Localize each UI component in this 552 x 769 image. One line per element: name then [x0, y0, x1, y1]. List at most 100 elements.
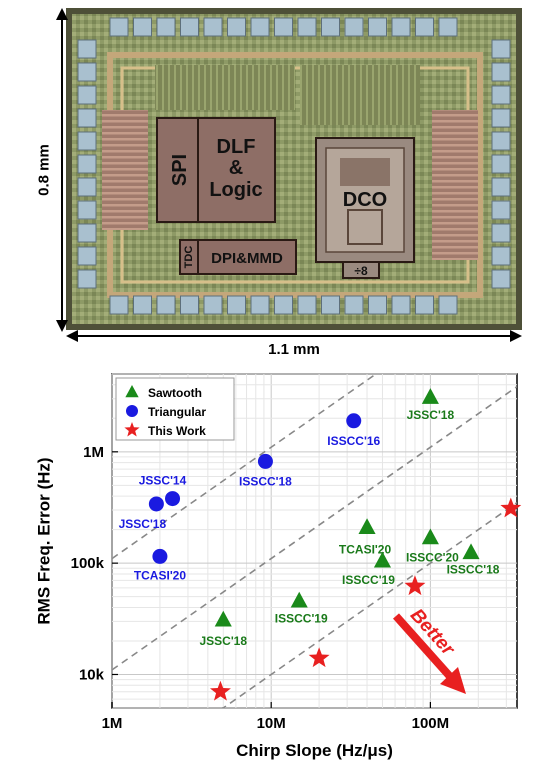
- bond-pad: [109, 295, 129, 315]
- width-label: 1.1 mm: [268, 341, 320, 358]
- bond-pad: [77, 177, 97, 197]
- bond-pad: [321, 295, 340, 315]
- triangular-point: [346, 413, 362, 429]
- point-label: JSSC'14: [139, 474, 187, 488]
- point-label: JSSC'18: [119, 517, 167, 531]
- legend-label: Sawtooth: [148, 386, 202, 400]
- bond-pad: [491, 177, 511, 197]
- y-tick-label: 10k: [79, 666, 105, 683]
- bond-pad: [274, 295, 293, 315]
- dco-label: DCO: [343, 189, 387, 211]
- bond-pad: [491, 108, 511, 128]
- bond-pad: [180, 17, 199, 37]
- bond-pad: [156, 17, 176, 37]
- tdc-label: TDC: [183, 246, 195, 269]
- bond-pad: [133, 17, 152, 37]
- reference-lines: [112, 374, 517, 708]
- better-arrow-shaft: [393, 613, 457, 684]
- sawtooth-point: [290, 591, 308, 608]
- point-label: ISSCC'19: [275, 612, 328, 626]
- bond-pad: [438, 295, 458, 315]
- bond-pad: [491, 200, 511, 220]
- bond-pad: [77, 85, 97, 105]
- y-tick-label: 1M: [83, 444, 104, 461]
- triangular-point: [148, 496, 164, 512]
- bond-pad: [491, 223, 511, 243]
- this-work-point: [308, 647, 330, 668]
- top-logic-array: [155, 65, 295, 110]
- bond-pad: [297, 295, 317, 315]
- bond-pad: [250, 295, 270, 315]
- div8-block: [342, 261, 380, 279]
- bond-pad: [491, 246, 511, 266]
- point-label: JSSC'18: [199, 634, 247, 648]
- bond-pad: [77, 62, 97, 82]
- data-marks: [148, 388, 522, 701]
- triangular-point: [165, 491, 181, 507]
- this-work-point: [500, 497, 522, 518]
- right-pad-column: [491, 39, 511, 289]
- bond-pad: [77, 223, 97, 243]
- left-pad-column: [77, 39, 97, 289]
- sawtooth-point: [373, 551, 392, 568]
- bond-pad: [133, 295, 152, 315]
- top-right-array: [300, 65, 420, 125]
- bond-pad: [368, 295, 387, 315]
- bottom-pad-row: [109, 295, 458, 315]
- sawtooth-point: [358, 518, 376, 535]
- x-axis-label: Chirp Slope (Hz/μs): [236, 741, 393, 760]
- x-tick-label: 10M: [257, 715, 286, 732]
- right-finger-array: [432, 110, 478, 260]
- bond-pad: [203, 17, 223, 37]
- bond-pad: [227, 17, 246, 37]
- bond-pad: [227, 295, 246, 315]
- bond-pad: [180, 295, 199, 315]
- point-label: ISSCC'16: [327, 434, 380, 448]
- sawtooth-point: [421, 528, 439, 545]
- tdc-dpi-block: [179, 239, 297, 275]
- bond-pad: [203, 295, 223, 315]
- reference-line: [112, 385, 517, 671]
- dlf-label-line2: &: [229, 157, 243, 179]
- bond-pad: [77, 154, 97, 174]
- this-work-point: [404, 575, 426, 596]
- bond-pad: [321, 17, 340, 37]
- div8-label: ÷8: [354, 264, 368, 278]
- legend-circle-icon: [126, 405, 138, 417]
- point-label: ISSCC'18: [447, 562, 500, 576]
- point-label: TCASI'20: [339, 542, 392, 556]
- spi-label: SPI: [169, 154, 191, 186]
- triangular-point: [257, 453, 273, 469]
- bond-pad: [491, 154, 511, 174]
- bond-pad: [491, 85, 511, 105]
- this-work-point: [209, 680, 231, 701]
- bond-pad: [77, 246, 97, 266]
- legend-star-icon: [124, 422, 140, 437]
- x-tick-label: 100M: [412, 715, 450, 732]
- sawtooth-point: [214, 610, 232, 627]
- sawtooth-point: [421, 388, 439, 404]
- bond-pad: [491, 39, 511, 59]
- bond-pad: [415, 295, 434, 315]
- bond-pad: [156, 295, 176, 315]
- dco-varactor: [347, 209, 383, 245]
- bond-pad: [491, 131, 511, 151]
- bond-pad: [391, 295, 411, 315]
- sawtooth-point: [462, 543, 480, 560]
- bond-pad: [77, 269, 97, 289]
- legend-label: Triangular: [148, 405, 206, 419]
- bond-pad: [368, 17, 387, 37]
- point-label: ISSCC'19: [342, 573, 395, 587]
- bond-pad: [109, 17, 129, 37]
- dlf-label-line1: DLF: [217, 136, 256, 158]
- point-label: JSSC'18: [407, 408, 455, 422]
- bond-pad: [250, 17, 270, 37]
- point-label: ISSCC'20: [406, 550, 459, 564]
- width-arrow-left: [66, 330, 78, 342]
- bond-pad: [344, 295, 364, 315]
- bond-pad: [491, 269, 511, 289]
- bond-pad: [491, 62, 511, 82]
